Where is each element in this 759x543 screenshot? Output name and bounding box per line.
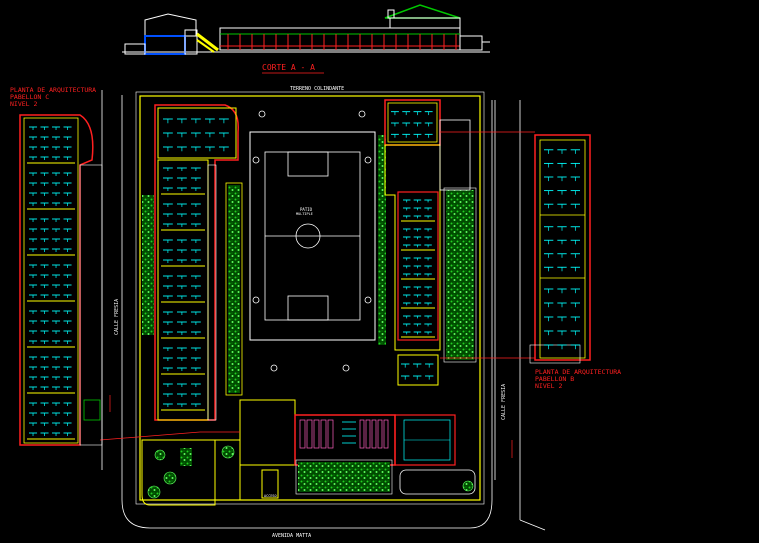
pabellon-c-title: PLANTA DE ARQUITECTURA bbox=[10, 86, 96, 94]
pabellon-b-level: NIVEL 2 bbox=[535, 382, 562, 390]
pabellon-c-level: NIVEL 2 bbox=[10, 100, 37, 108]
pabellon-b-subtitle: PABELLON B bbox=[535, 375, 574, 383]
section-a-a bbox=[122, 4, 490, 55]
garden-right-outer bbox=[446, 190, 474, 360]
bottom-block bbox=[239, 399, 476, 499]
acceso-label: ACCESO bbox=[264, 494, 277, 498]
calle-left-label: CALLE FRESIA bbox=[114, 299, 120, 335]
pabellon-c-subtitle: PABELLON C bbox=[10, 93, 49, 101]
pabellon-b-plan bbox=[529, 134, 591, 364]
avenida-label: AVENIDA MATTA bbox=[272, 533, 311, 539]
patio-label: PATIO bbox=[300, 207, 313, 212]
garden-right-strip bbox=[378, 135, 386, 345]
bottom-left-garden bbox=[141, 439, 474, 506]
garden-left-inner bbox=[228, 185, 240, 393]
pabellon-b-title: PLANTA DE ARQUITECTURA bbox=[535, 368, 621, 376]
site-plan: PATIO MULTIPLE bbox=[99, 91, 535, 506]
sports-field bbox=[249, 131, 376, 341]
section-title: CORTE A - A bbox=[262, 63, 315, 72]
patio-sub-label: MULTIPLE bbox=[296, 212, 313, 216]
right-block bbox=[384, 99, 471, 386]
terreno-label: TERRENO COLINDANTE bbox=[290, 86, 344, 92]
left-block bbox=[154, 104, 239, 421]
pabellon-c-plan bbox=[19, 114, 103, 446]
garden-left-outer bbox=[142, 195, 154, 335]
calle-right-label: CALLE FRESIA bbox=[501, 384, 507, 420]
callout-lines bbox=[99, 131, 535, 458]
